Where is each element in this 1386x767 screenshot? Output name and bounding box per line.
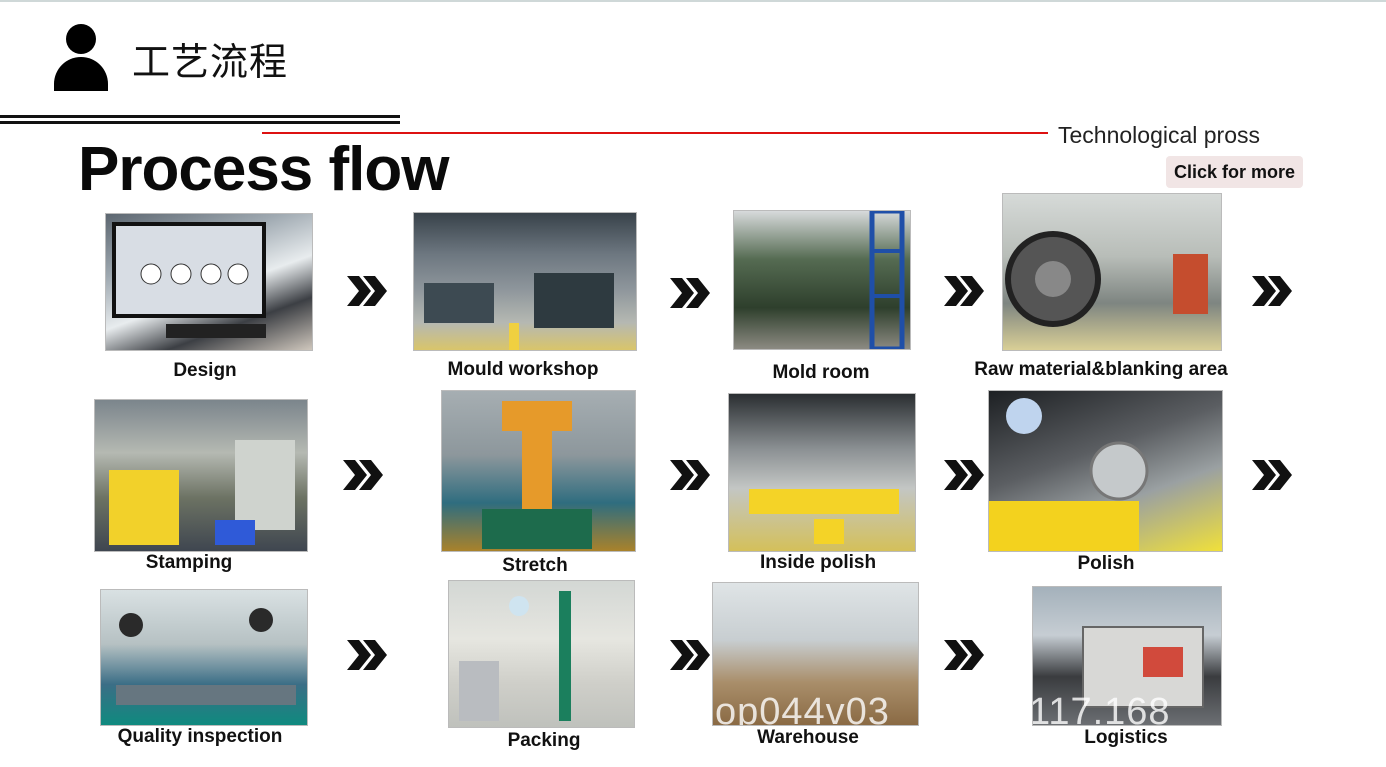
double-chevron-right-icon (944, 276, 984, 306)
step-label: Polish (1077, 553, 1135, 574)
quality-inspection-photo (100, 589, 308, 726)
double-chevron-right-icon (670, 640, 710, 670)
click-for-more-button[interactable]: Click for more (1166, 156, 1303, 188)
double-chevron-right-icon (343, 460, 383, 490)
top-border (0, 0, 1386, 2)
page-title: Process flow (78, 135, 449, 204)
double-chevron-right-icon (670, 460, 710, 490)
step-label: Warehouse (757, 727, 859, 748)
step-label: Raw material&blanking area (974, 359, 1228, 380)
step-label: Mold room (772, 362, 870, 383)
double-chevron-right-icon (347, 640, 387, 670)
divider-rule (0, 121, 400, 124)
logistics-photo: 117.168 (1032, 586, 1222, 726)
stamping-photo (94, 399, 308, 552)
double-chevron-right-icon (944, 640, 984, 670)
watermark-text: 117.168 (1032, 691, 1171, 726)
step-label: Logistics (1084, 727, 1168, 748)
step-label: Quality inspection (117, 726, 283, 747)
raw-material-photo (1002, 193, 1222, 351)
double-chevron-right-icon (347, 276, 387, 306)
section-title: 工艺流程 (132, 39, 289, 84)
packing-photo (448, 580, 635, 728)
step-label: Design (173, 360, 237, 381)
double-chevron-right-icon (1252, 276, 1292, 306)
monitor-icon (112, 222, 266, 338)
person-icon (52, 24, 110, 92)
polish-photo (988, 390, 1223, 552)
mold-room-photo (733, 210, 911, 350)
section-header: 工艺流程 (52, 24, 288, 92)
warehouse-photo: op044v03 (712, 582, 919, 726)
step-label: Stretch (502, 555, 568, 576)
subtitle: Technological pross (1058, 122, 1261, 148)
design-photo (105, 213, 313, 351)
double-chevron-right-icon (1252, 460, 1292, 490)
double-chevron-right-icon (670, 278, 710, 308)
step-label: Stamping (145, 552, 233, 573)
step-label: Mould workshop (447, 359, 599, 380)
double-chevron-right-icon (944, 460, 984, 490)
mould-workshop-photo (413, 212, 637, 351)
watermark-text: op044v03 (715, 691, 890, 726)
step-label: Inside polish (759, 552, 877, 573)
stretch-photo (441, 390, 636, 552)
accent-line (262, 132, 1048, 134)
step-label: Packing (507, 730, 581, 751)
divider-rule (0, 115, 400, 118)
inside-polish-photo (728, 393, 916, 552)
